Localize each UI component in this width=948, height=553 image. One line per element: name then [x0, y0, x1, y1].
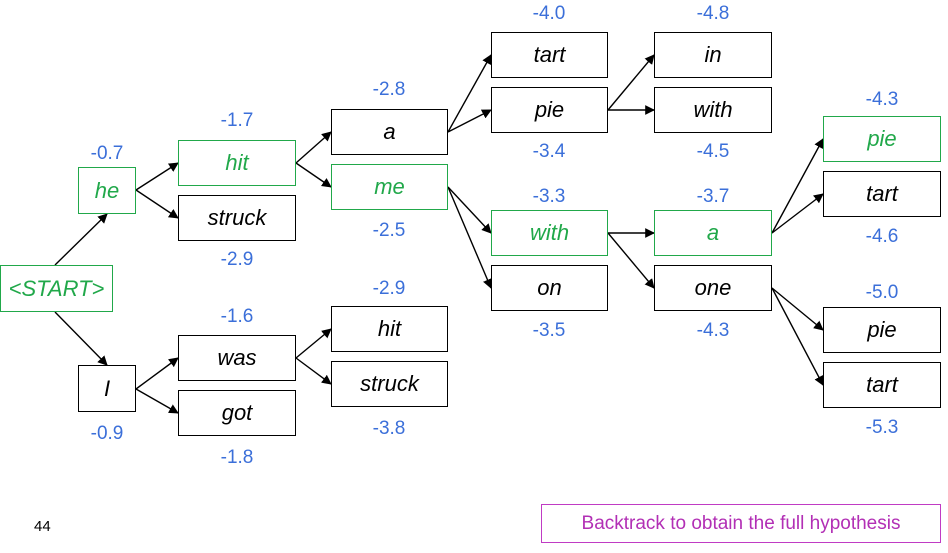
node-hit-2: hit	[331, 306, 448, 352]
node-struck-1: struck	[178, 195, 296, 241]
node-struck-2: struck	[331, 361, 448, 407]
node-hit-1: hit	[178, 140, 296, 186]
score-on: -3.5	[532, 320, 566, 341]
edge-a2-pie2	[771, 138, 824, 234]
node-a-1: a	[331, 109, 448, 155]
node-a-2: a	[654, 210, 772, 256]
node-pie-1: pie	[491, 87, 608, 133]
node-one: one	[654, 265, 772, 311]
node-me: me	[331, 164, 448, 210]
edge-was-hit2	[295, 328, 332, 359]
score-me: -2.5	[372, 220, 406, 241]
node-I: I	[78, 365, 136, 412]
edge-a1-pie1	[447, 109, 492, 133]
node-tart-3: tart	[823, 362, 941, 408]
edge-hit1-me	[295, 162, 332, 188]
slide-number: 44	[34, 518, 51, 535]
score-tart-3: -5.3	[865, 417, 899, 438]
edge-start-I	[54, 311, 108, 366]
edge-pie1-in	[607, 54, 655, 111]
node-tart-1: tart	[491, 32, 608, 78]
node-on: on	[491, 265, 608, 311]
edge-me-on	[447, 186, 493, 289]
node-was: was	[178, 335, 296, 381]
edge-I-was	[135, 357, 179, 390]
edge-start-he	[54, 213, 108, 266]
node-with-1: with	[491, 210, 608, 256]
score-pie-2: -4.3	[865, 89, 899, 110]
edge-he-struck1	[135, 189, 179, 219]
edge-was-struck2	[295, 357, 332, 385]
score-hit-2: -2.9	[372, 278, 406, 299]
edge-one-pie3	[771, 287, 824, 331]
score-tart-2: -4.6	[865, 226, 899, 247]
edge-one-tart3	[771, 287, 824, 386]
edge-he-hit1	[135, 162, 179, 191]
score-struck-2: -3.8	[372, 418, 406, 439]
edge-with1-one	[607, 232, 655, 289]
node-tart-2: tart	[823, 171, 941, 217]
score-with-1: -3.3	[532, 186, 566, 207]
node-start: <START>	[0, 265, 113, 312]
score-got: -1.8	[220, 447, 254, 468]
score-a-2: -3.7	[696, 186, 730, 207]
node-he: he	[78, 167, 136, 214]
edge-a1-tart1	[447, 54, 492, 133]
edge-I-got	[135, 388, 179, 414]
score-struck-1: -2.9	[220, 249, 254, 270]
node-got: got	[178, 390, 296, 436]
score-a-1: -2.8	[372, 79, 406, 100]
score-pie-1: -3.4	[532, 141, 566, 162]
node-pie-3: pie	[823, 307, 941, 353]
score-I: -0.9	[90, 423, 124, 444]
score-tart-1: -4.0	[532, 3, 566, 24]
score-he: -0.7	[90, 143, 124, 164]
score-in: -4.8	[696, 3, 730, 24]
score-one: -4.3	[696, 320, 730, 341]
score-with-2: -4.5	[696, 141, 730, 162]
score-hit-1: -1.7	[220, 110, 254, 131]
node-pie-2: pie	[823, 116, 941, 162]
score-was: -1.6	[220, 306, 254, 327]
node-with-2: with	[654, 87, 772, 133]
backtrack-callout: Backtrack to obtain the full hypothesis	[541, 504, 941, 543]
score-pie-3: -5.0	[865, 282, 899, 303]
node-in: in	[654, 32, 772, 78]
edge-me-with1	[447, 186, 492, 234]
edge-a2-tart2	[771, 193, 824, 234]
edge-hit1-a1	[295, 131, 332, 164]
